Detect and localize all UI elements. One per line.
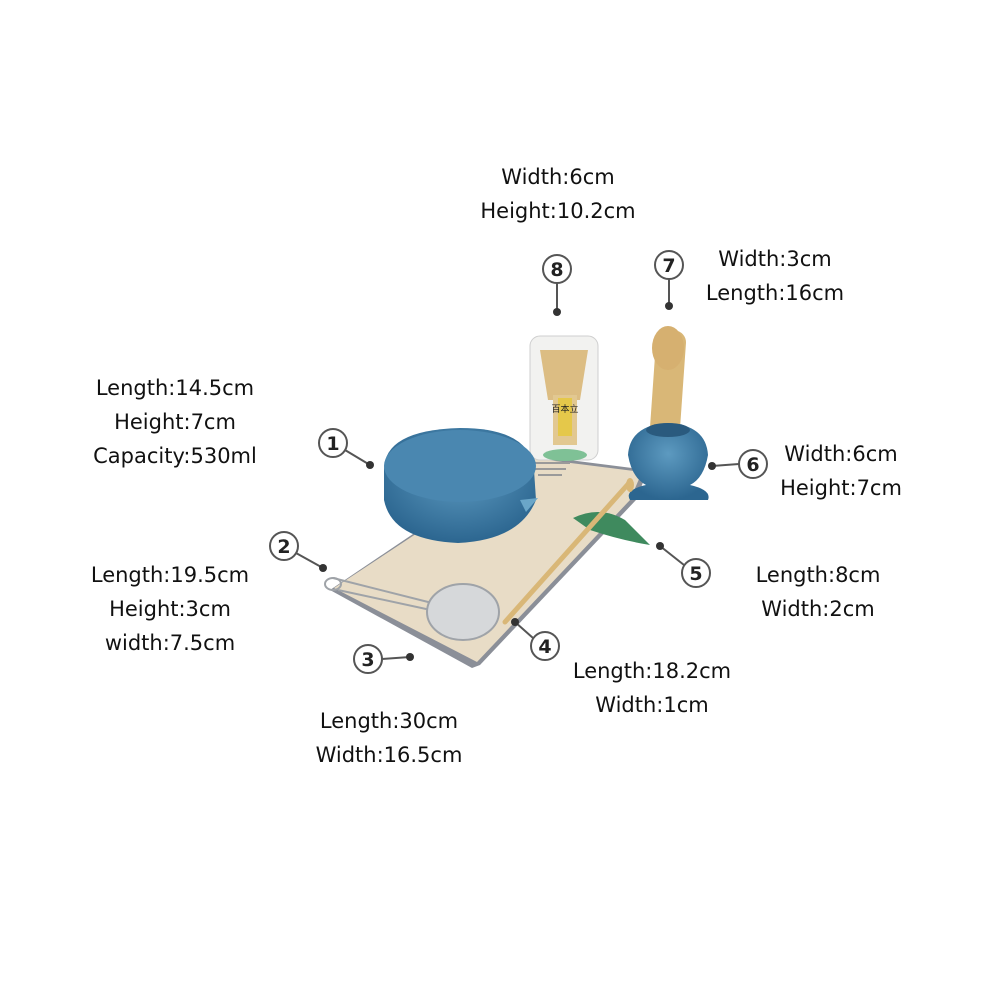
spec-line: Length:16cm <box>705 281 845 305</box>
number-badge-8: 8 <box>542 254 572 284</box>
badge-number: 2 <box>277 536 290 558</box>
spec-line: Height:3cm <box>109 597 231 621</box>
spec-line: width:7.5cm <box>104 631 236 655</box>
callout-dots <box>319 302 716 661</box>
spec-line: Width:6cm <box>501 165 615 189</box>
badge-number: 1 <box>326 433 339 455</box>
spec-line: Height:10.2cm <box>480 199 636 223</box>
matcha-bowl <box>384 428 538 543</box>
number-badge-3: 3 <box>353 644 383 674</box>
badge-number: 7 <box>662 255 675 277</box>
whisk-holder <box>628 326 709 500</box>
badge-number: 8 <box>550 259 563 281</box>
number-badge-6: 6 <box>738 449 768 479</box>
bamboo-scoop <box>502 478 634 625</box>
spec-line: Width:2cm <box>761 597 875 621</box>
spec-line: Length:14.5cm <box>95 376 255 400</box>
spec-line: Length:8cm <box>755 563 881 587</box>
spec-line: Length:30cm <box>319 709 459 733</box>
number-badge-2: 2 <box>269 531 299 561</box>
spec-line: Length:18.2cm <box>572 659 732 683</box>
badge-number: 4 <box>538 636 551 658</box>
number-badge-5: 5 <box>681 558 711 588</box>
scoop-rest <box>573 511 650 545</box>
badge-number: 3 <box>361 649 374 671</box>
callout-lines <box>295 279 740 660</box>
whisk-label-text: 百本立 <box>551 403 578 415</box>
badge-number: 6 <box>746 454 759 476</box>
whisk: 百本立 <box>529 335 599 461</box>
spec-line: Width:16.5cm <box>315 743 463 767</box>
strainer <box>324 577 500 641</box>
number-badge-4: 4 <box>530 631 560 661</box>
spec-line: Height:7cm <box>114 410 236 434</box>
spec-line: Capacity:530ml <box>93 444 257 468</box>
spec-line: Length:19.5cm <box>90 563 250 587</box>
spec-line: Width:1cm <box>595 693 709 717</box>
number-badge-1: 1 <box>318 428 348 458</box>
spec-line: Height:7cm <box>780 476 902 500</box>
spec-line: Width:6cm <box>784 442 898 466</box>
number-badge-7: 7 <box>654 250 684 280</box>
badge-number: 5 <box>689 563 702 585</box>
spec-line: Width:3cm <box>718 247 832 271</box>
